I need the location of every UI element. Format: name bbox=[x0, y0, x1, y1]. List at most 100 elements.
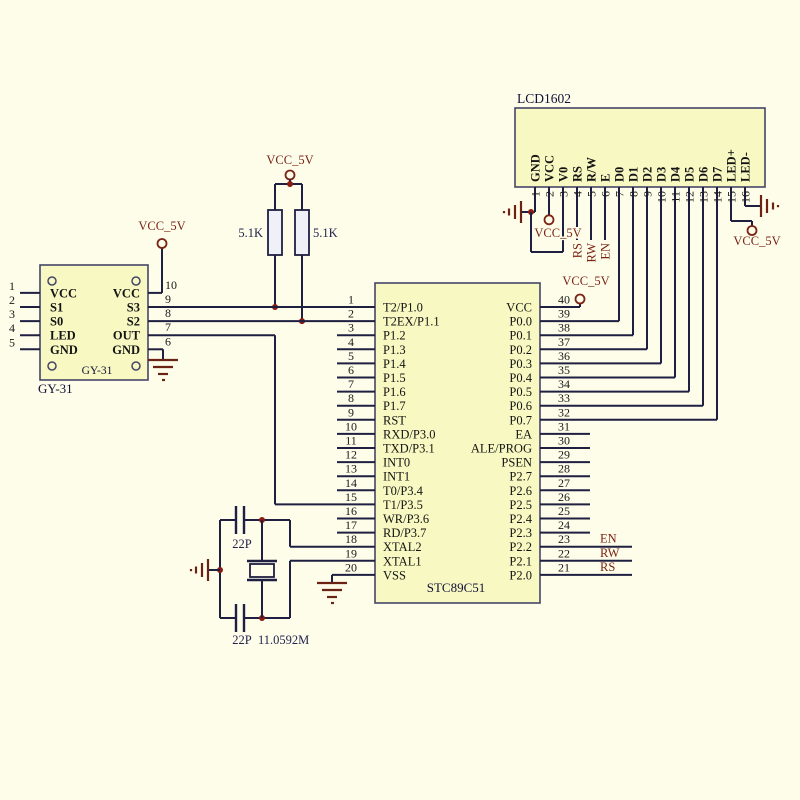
pin-number: 6 bbox=[599, 191, 613, 197]
pin-label: P2.7 bbox=[509, 470, 532, 484]
pin-number: 2 bbox=[348, 307, 354, 321]
pin-label: P1.2 bbox=[383, 329, 406, 343]
net-label-rw: RW bbox=[585, 243, 599, 263]
pin-number: 27 bbox=[558, 476, 570, 490]
mounting-hole-icon bbox=[131, 276, 141, 286]
pin-label: P1.6 bbox=[383, 385, 406, 399]
pin-number: 7 bbox=[165, 320, 171, 334]
pin-label: P2.3 bbox=[509, 526, 532, 540]
net-label-rs: RS bbox=[600, 560, 615, 574]
resistor-value: 5.1K bbox=[238, 226, 263, 240]
pin-number: 29 bbox=[558, 448, 570, 462]
pin-number: 12 bbox=[683, 191, 697, 203]
pin-number: 14 bbox=[345, 476, 357, 490]
pin-number: 15 bbox=[345, 490, 357, 504]
pin-number: 13 bbox=[345, 462, 357, 476]
pin-number: 6 bbox=[348, 363, 354, 377]
pin-number: 35 bbox=[558, 363, 570, 377]
pin-number: 4 bbox=[9, 321, 15, 335]
pin-number: 23 bbox=[558, 532, 570, 546]
pin-number: 11 bbox=[669, 191, 683, 203]
component-designator: GY-31 bbox=[38, 381, 73, 396]
pin-number: 30 bbox=[558, 434, 570, 448]
pin-number: 28 bbox=[558, 462, 570, 476]
vcc-net-label: VCC_5V bbox=[534, 226, 581, 240]
pin-number: 11 bbox=[345, 434, 357, 448]
pin-number: 9 bbox=[348, 405, 354, 419]
pin-number: 10 bbox=[345, 419, 357, 433]
pin-number: 5 bbox=[9, 335, 15, 349]
pin-number: 1 bbox=[529, 191, 543, 197]
pin-label: VCC bbox=[543, 155, 557, 182]
pin-number: 16 bbox=[739, 191, 753, 203]
pin-label: D0 bbox=[613, 167, 627, 182]
pin-label: P0.1 bbox=[509, 329, 532, 343]
ground-icon bbox=[502, 201, 523, 223]
pin-label: RXD/P3.0 bbox=[383, 427, 435, 441]
pin-number: 6 bbox=[165, 334, 171, 348]
pin-label: PSEN bbox=[501, 456, 532, 470]
mounting-hole-icon bbox=[47, 361, 57, 371]
pin-number: 14 bbox=[711, 191, 725, 203]
pin-number: 8 bbox=[627, 191, 641, 197]
resistor-r2 bbox=[294, 209, 310, 256]
pin-number: 33 bbox=[558, 391, 570, 405]
mounting-hole-icon bbox=[47, 276, 57, 286]
vcc-net-label: VCC_5V bbox=[138, 219, 185, 233]
pin-label: D4 bbox=[669, 166, 683, 182]
pin-label: P2.2 bbox=[509, 540, 532, 554]
pin-number: 21 bbox=[558, 560, 570, 574]
pin-number: 16 bbox=[345, 504, 357, 518]
ground-icon bbox=[317, 581, 347, 605]
crystal-value: 11.0592M bbox=[258, 633, 309, 647]
pin-label: GND bbox=[50, 343, 78, 357]
pin-label: P2.0 bbox=[509, 568, 532, 582]
pin-label: INT1 bbox=[383, 470, 410, 484]
pin-label: P0.5 bbox=[509, 385, 532, 399]
pin-label: P2.4 bbox=[509, 512, 532, 526]
pin-number: 1 bbox=[348, 293, 354, 307]
pin-label: P0.4 bbox=[509, 371, 532, 385]
pin-number: 22 bbox=[558, 546, 570, 560]
pin-label: E bbox=[599, 174, 613, 182]
pin-number: 7 bbox=[348, 377, 354, 391]
pin-number: 5 bbox=[585, 191, 599, 197]
pin-label: OUT bbox=[113, 329, 141, 343]
mounting-hole-icon bbox=[131, 361, 141, 371]
ground-icon bbox=[189, 559, 210, 581]
crystal-body-icon bbox=[249, 563, 275, 578]
pin-label: S3 bbox=[127, 301, 140, 315]
pin-number: 36 bbox=[558, 349, 570, 363]
vcc-net-label: VCC_5V bbox=[733, 234, 780, 248]
pin-label: T2EX/P1.1 bbox=[383, 315, 440, 329]
pin-label: VCC bbox=[50, 286, 77, 300]
component-title: GY-31 bbox=[82, 365, 113, 377]
pin-number: 9 bbox=[165, 292, 171, 306]
resistor-r1 bbox=[267, 209, 283, 256]
pin-number: 37 bbox=[558, 335, 570, 349]
pin-label: P1.4 bbox=[383, 357, 406, 371]
pin-number: 2 bbox=[9, 293, 15, 307]
resistor-value: 5.1K bbox=[313, 226, 338, 240]
pin-number: 15 bbox=[725, 191, 739, 203]
pin-number: 38 bbox=[558, 321, 570, 335]
pin-number: 10 bbox=[165, 278, 177, 292]
pin-number: 2 bbox=[543, 191, 557, 197]
pin-number: 17 bbox=[345, 518, 357, 532]
pin-label: S0 bbox=[50, 315, 63, 329]
mcu-body bbox=[374, 282, 541, 604]
gy31-body bbox=[39, 264, 149, 381]
pin-number: 32 bbox=[558, 405, 570, 419]
pin-label: P0.3 bbox=[509, 357, 532, 371]
pin-label: VCC bbox=[506, 301, 532, 315]
ground-icon bbox=[759, 195, 780, 217]
pin-number: 8 bbox=[348, 391, 354, 405]
pin-label: P0.7 bbox=[509, 413, 532, 427]
pin-label: RD/P3.7 bbox=[383, 526, 426, 540]
pin-label: P2.1 bbox=[509, 554, 532, 568]
pin-label: D5 bbox=[683, 167, 697, 182]
pin-label: D1 bbox=[627, 167, 641, 182]
